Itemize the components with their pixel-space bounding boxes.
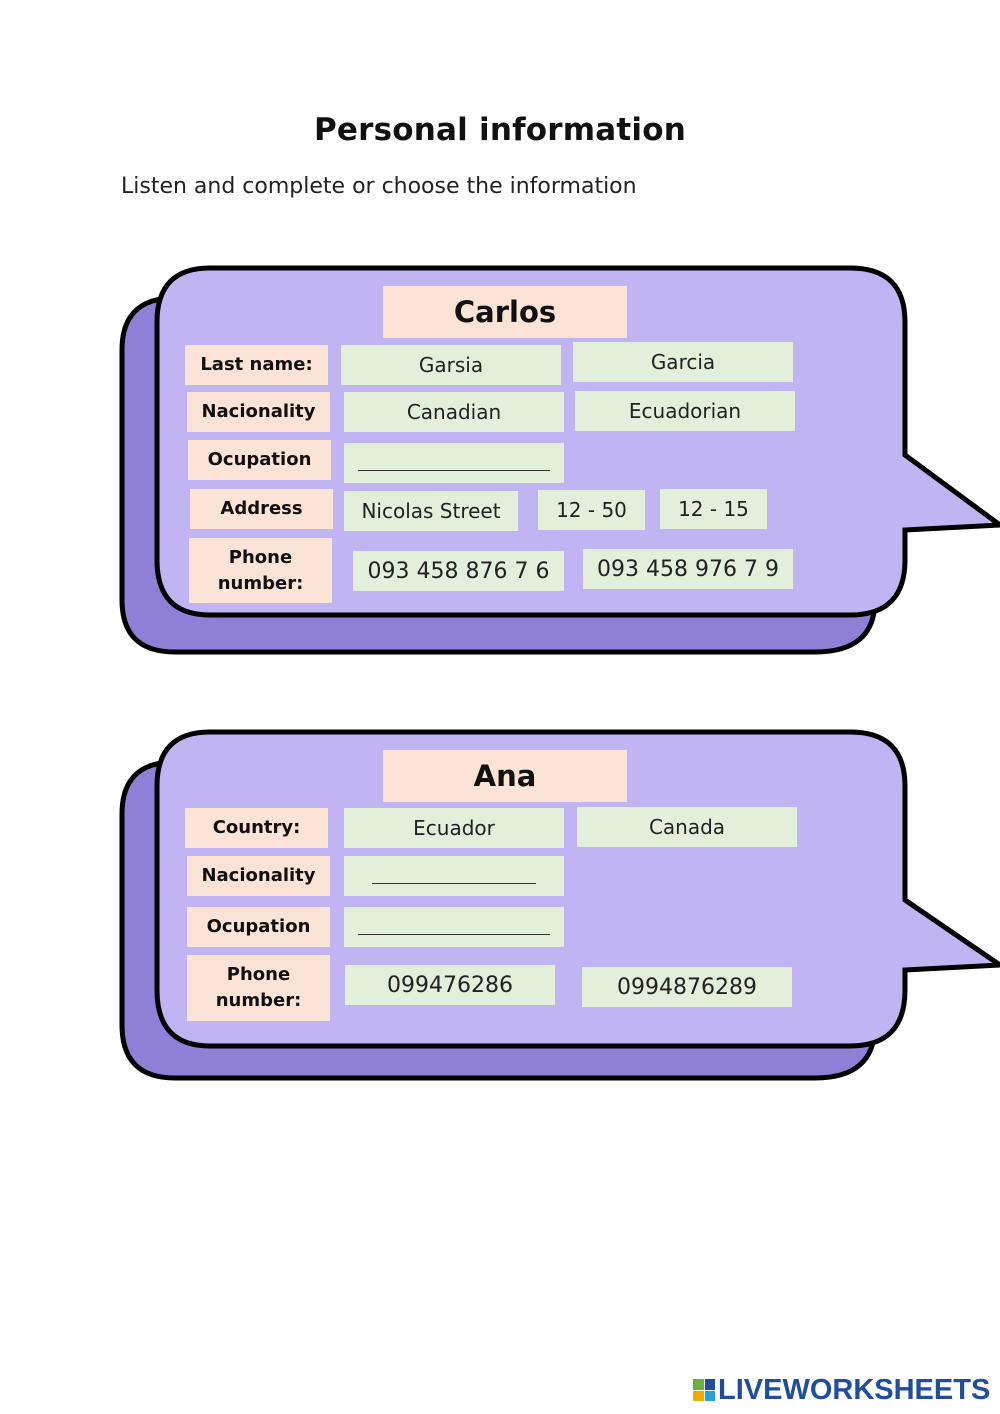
carlos-phone-option-2[interactable]: 093 458 976 7 9 <box>583 549 793 589</box>
ana-country-label: Country: <box>185 808 328 848</box>
liveworksheets-brand: LIVEWORKSHEETS <box>693 1373 990 1407</box>
carlos-occupation-input[interactable] <box>344 443 564 483</box>
ana-nationality-label: Nacionality <box>187 856 330 896</box>
carlos-nationality-option-1[interactable]: Canadian <box>344 392 564 432</box>
brand-text: LIVEWORKSHEETS <box>718 1373 991 1406</box>
liveworksheets-logo-icon <box>693 1379 715 1401</box>
ana-phone-option-2[interactable]: 0994876289 <box>582 967 792 1007</box>
carlos-occupation-label: Ocupation <box>188 440 331 480</box>
logo-square-2 <box>704 1379 715 1390</box>
carlos-address-label: Address <box>190 489 333 529</box>
blank-line <box>358 934 550 935</box>
carlos-nationality-option-2[interactable]: Ecuadorian <box>575 391 795 431</box>
carlos-name: Carlos <box>383 286 627 338</box>
carlos-last-name-label: Last name: <box>185 345 328 385</box>
ana-nationality-input[interactable] <box>344 856 564 896</box>
carlos-last-name-option-2[interactable]: Garcia <box>573 342 793 382</box>
ana-occupation-input[interactable] <box>344 907 564 947</box>
carlos-phone-option-1[interactable]: 093 458 876 7 6 <box>353 551 564 591</box>
blank-line <box>372 883 536 884</box>
carlos-phone-label: Phone number: <box>189 538 332 603</box>
logo-square-3 <box>693 1390 704 1401</box>
instructions: Listen and complete or choose the inform… <box>121 174 637 199</box>
blank-line <box>358 470 550 471</box>
ana-phone-option-1[interactable]: 099476286 <box>345 965 555 1005</box>
logo-square-1 <box>693 1379 704 1390</box>
ana-country-option-2[interactable]: Canada <box>577 807 797 847</box>
ana-phone-label: Phone number: <box>187 955 330 1021</box>
carlos-address-street[interactable]: Nicolas Street <box>344 491 518 531</box>
ana-occupation-label: Ocupation <box>187 907 330 947</box>
logo-square-4 <box>704 1390 715 1401</box>
page-title: Personal information <box>314 112 686 148</box>
ana-country-option-1[interactable]: Ecuador <box>344 808 564 848</box>
ana-name: Ana <box>383 750 627 802</box>
carlos-nationality-label: Nacionality <box>187 392 330 432</box>
carlos-last-name-option-1[interactable]: Garsia <box>341 345 561 385</box>
carlos-address-number-2[interactable]: 12 - 15 <box>660 489 767 529</box>
carlos-address-number-1[interactable]: 12 - 50 <box>538 490 645 530</box>
